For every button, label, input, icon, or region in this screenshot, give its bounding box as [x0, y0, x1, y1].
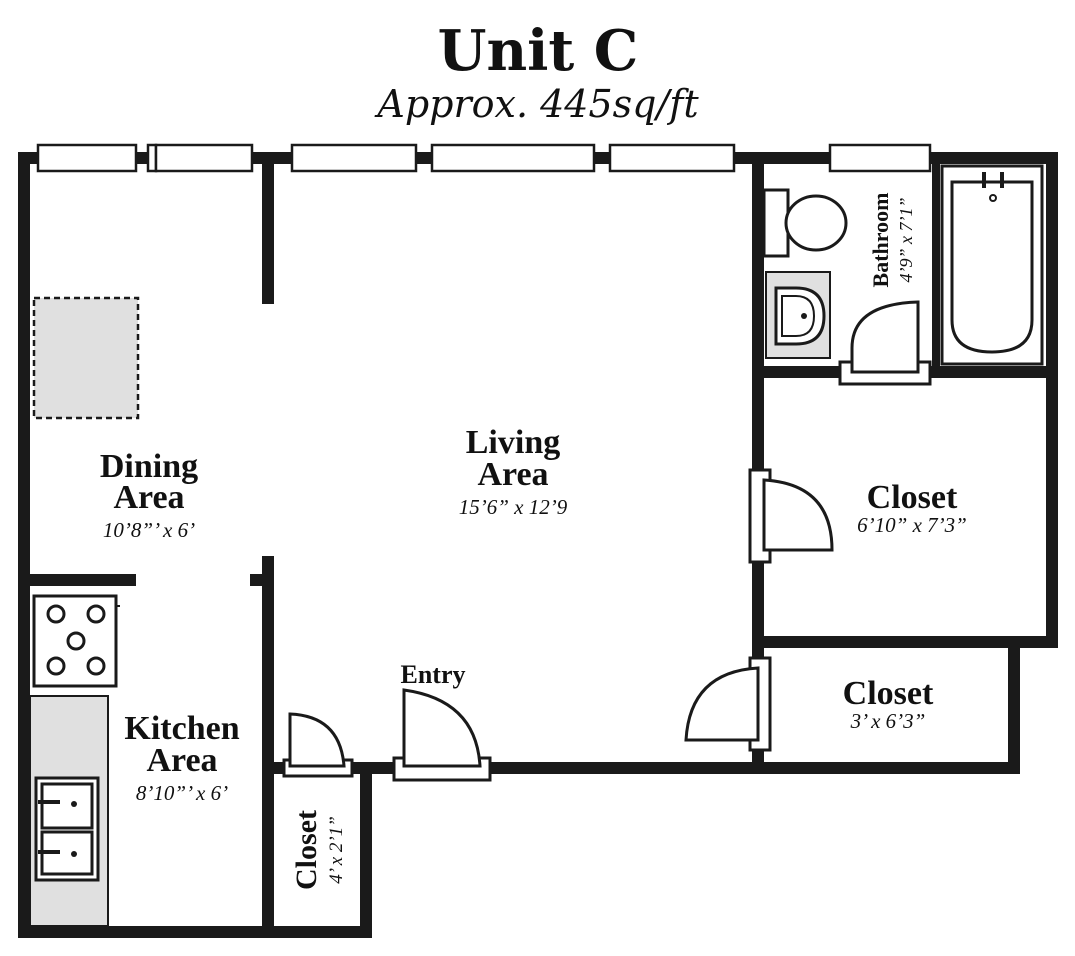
closet-small-door[interactable]: [282, 712, 354, 778]
room-dimensions: 3’ x 6’3”: [850, 709, 926, 733]
room-name: Closet: [843, 675, 934, 712]
room-name: Closet: [290, 810, 323, 890]
window: [290, 143, 418, 173]
entry-door[interactable]: [392, 688, 492, 782]
stove-icon: [32, 594, 120, 688]
wall-right-upper: [1046, 152, 1058, 648]
room-living: Living Area 15’6” x 12’9: [459, 424, 568, 519]
plan-title: Unit C: [438, 18, 639, 84]
wall-dining-kitchen-right: [250, 574, 274, 586]
window: [608, 143, 736, 173]
window: [154, 143, 254, 173]
wall-bottom-kitchen: [18, 926, 372, 938]
plan-subtitle: Approx. 445sq/ft: [374, 82, 699, 126]
room-name: Area: [146, 742, 217, 779]
wall-dining-kitchen-left: [18, 574, 136, 586]
wall-bath-tub: [932, 164, 940, 368]
closet-large-door[interactable]: [748, 468, 834, 564]
wall-right-lower: [1008, 636, 1020, 774]
wall-closet-large-bottom: [758, 636, 1058, 648]
bathroom-door[interactable]: [838, 300, 932, 386]
entry-label: Entry: [401, 660, 466, 689]
wall-small-closet-right: [360, 762, 372, 938]
room-name: Area: [477, 456, 548, 493]
wall-dining-living-lower: [262, 556, 274, 938]
room-closet-large: Closet 6’10” x 7’3”: [857, 479, 967, 537]
sink-icon: [34, 776, 100, 882]
window: [828, 143, 932, 173]
room-dimensions: 6’10” x 7’3”: [857, 513, 967, 537]
dining-table-outline: [32, 296, 140, 420]
room-dimensions: 4’ x 2’1”: [326, 816, 347, 884]
window: [430, 143, 596, 173]
wall-left: [18, 152, 30, 938]
window: [36, 143, 138, 173]
room-dimensions: 15’6” x 12’9: [459, 495, 568, 519]
room-closet-entry: Closet 3’ x 6’3”: [843, 675, 934, 733]
bathtub-icon: [940, 164, 1044, 366]
bathroom-sink-icon: [765, 271, 831, 359]
wall-bottom-living: [268, 762, 1020, 774]
room-closet-small: Closet 4’ x 2’1”: [290, 810, 347, 890]
windows: [36, 143, 932, 173]
wall-living-right: [752, 152, 764, 774]
room-name: Bathroom: [868, 193, 893, 288]
room-dining: Dining Area 10’8”’ x 6’: [100, 448, 198, 542]
closet-entry-door[interactable]: [684, 656, 772, 752]
room-name: Dining: [100, 448, 198, 485]
room-dimensions: 10’8”’ x 6’: [103, 518, 195, 542]
kitchen-counter: [29, 695, 109, 927]
room-name: Closet: [867, 479, 958, 516]
room-kitchen: Kitchen Area 8’10”’ x 6’: [124, 710, 239, 805]
wall-dining-living-upper: [262, 152, 274, 304]
room-name: Kitchen: [124, 710, 239, 747]
room-dimensions: 8’10”’ x 6’: [136, 781, 228, 805]
room-dimensions: 4’9” x 7’1”: [896, 198, 916, 283]
room-name: Area: [113, 479, 184, 516]
room-name: Living: [466, 424, 560, 461]
room-bathroom: Bathroom 4’9” x 7’1”: [868, 193, 916, 288]
toilet-icon: [762, 188, 848, 258]
